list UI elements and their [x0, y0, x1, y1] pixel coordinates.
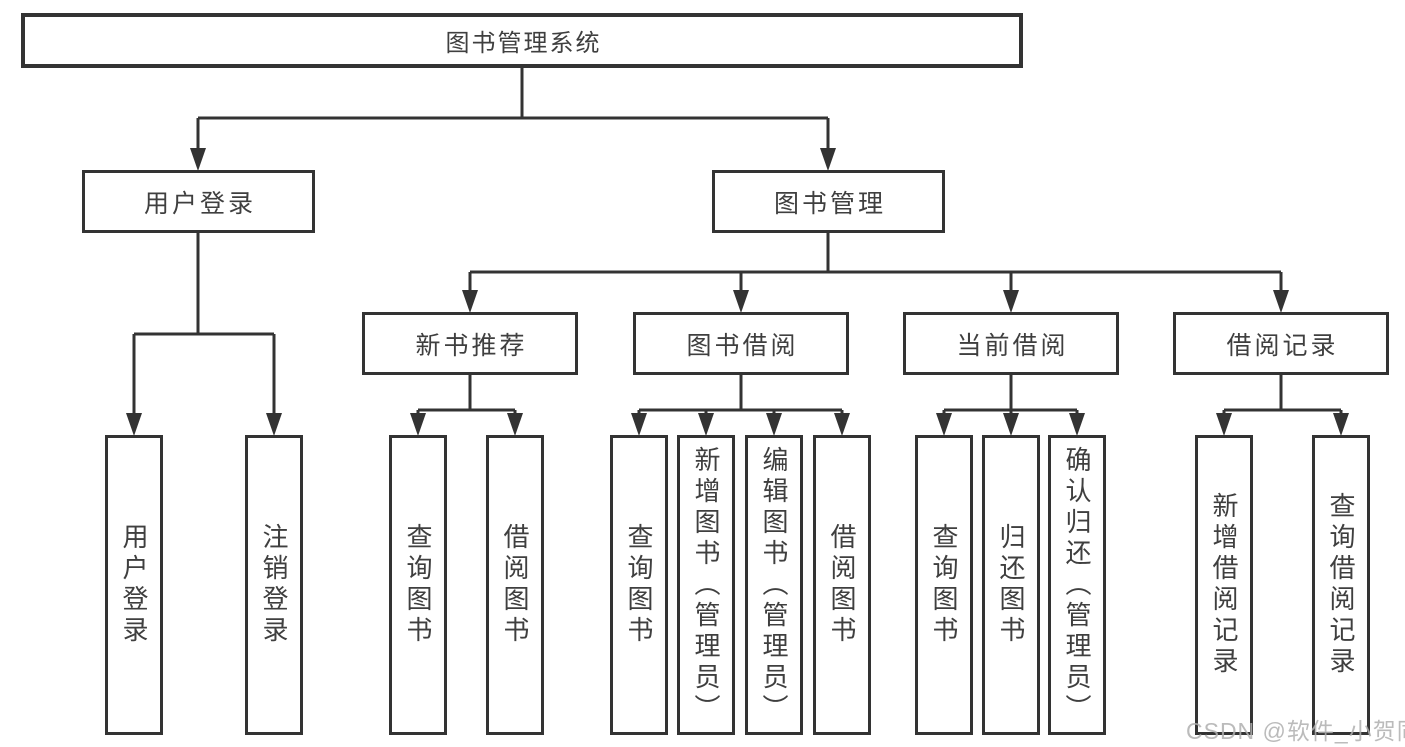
- leaf-bb-edit-books-admin-label: 编辑图书（管理员）: [759, 445, 789, 725]
- connector-current-borrow-to-leaves: [936, 375, 1085, 436]
- node-book-management-label: 图书管理: [773, 189, 886, 218]
- leaf-cb-return-books: 归还图书: [982, 435, 1040, 735]
- leaf-bb-borrow-books-label: 借阅图书: [827, 523, 857, 647]
- node-root-label: 图书管理系统: [445, 30, 602, 57]
- leaf-cb-query-books-label: 查询图书: [929, 523, 959, 647]
- node-borrow-records-label: 借阅记录: [1226, 331, 1339, 360]
- leaf-logout-label: 注销登录: [259, 523, 289, 647]
- leaf-bb-borrow-books: 借阅图书: [813, 435, 871, 735]
- leaf-bb-edit-books-admin: 编辑图书（管理员）: [745, 435, 803, 735]
- leaf-nb-borrow-books: 借阅图书: [486, 435, 544, 735]
- leaf-user-login: 用户登录: [105, 435, 163, 735]
- connector-new-book-to-leaves: [410, 375, 523, 436]
- leaf-cb-return-books-label: 归还图书: [996, 523, 1026, 647]
- leaf-br-add-record: 新增借阅记录: [1195, 435, 1253, 735]
- node-user-login: 用户登录: [82, 170, 315, 233]
- node-book-management: 图书管理: [712, 170, 945, 233]
- node-book-borrow: 图书借阅: [633, 312, 849, 375]
- leaf-br-query-record-label: 查询借阅记录: [1326, 492, 1356, 678]
- leaf-cb-query-books: 查询图书: [915, 435, 973, 735]
- node-current-borrow-label: 当前借阅: [956, 331, 1069, 360]
- leaf-user-login-label: 用户登录: [119, 523, 149, 647]
- leaf-cb-confirm-return-admin-label: 确认归还（管理员）: [1062, 445, 1092, 725]
- node-current-borrow: 当前借阅: [903, 312, 1119, 375]
- leaf-br-query-record: 查询借阅记录: [1312, 435, 1370, 735]
- connector-borrow-records-to-leaves: [1216, 375, 1349, 436]
- leaf-logout: 注销登录: [245, 435, 303, 735]
- leaf-nb-borrow-books-label: 借阅图书: [500, 523, 530, 647]
- leaf-nb-query-books: 查询图书: [389, 435, 447, 735]
- leaf-bb-query-books: 查询图书: [610, 435, 668, 735]
- node-borrow-records: 借阅记录: [1173, 312, 1389, 375]
- node-root: 图书管理系统: [21, 13, 1023, 68]
- connector-book-management-to-level3: [462, 233, 1289, 313]
- node-user-login-label: 用户登录: [143, 189, 256, 218]
- connector-book-borrow-to-leaves: [631, 375, 850, 436]
- leaf-bb-add-books-admin: 新增图书（管理员）: [677, 435, 735, 735]
- leaf-nb-query-books-label: 查询图书: [403, 523, 433, 647]
- leaf-br-add-record-label: 新增借阅记录: [1209, 492, 1239, 678]
- csdn-watermark: CSDN @软件_小贺同学: [1186, 718, 1405, 744]
- leaf-bb-add-books-admin-label: 新增图书（管理员）: [691, 445, 721, 725]
- node-new-book-recommend: 新书推荐: [362, 312, 578, 375]
- node-new-book-recommend-label: 新书推荐: [415, 331, 528, 360]
- connector-user-login-to-leaves: [126, 233, 282, 436]
- connector-root-to-level2: [190, 68, 836, 171]
- leaf-bb-query-books-label: 查询图书: [624, 523, 654, 647]
- node-book-borrow-label: 图书借阅: [686, 331, 799, 360]
- leaf-cb-confirm-return-admin: 确认归还（管理员）: [1048, 435, 1106, 735]
